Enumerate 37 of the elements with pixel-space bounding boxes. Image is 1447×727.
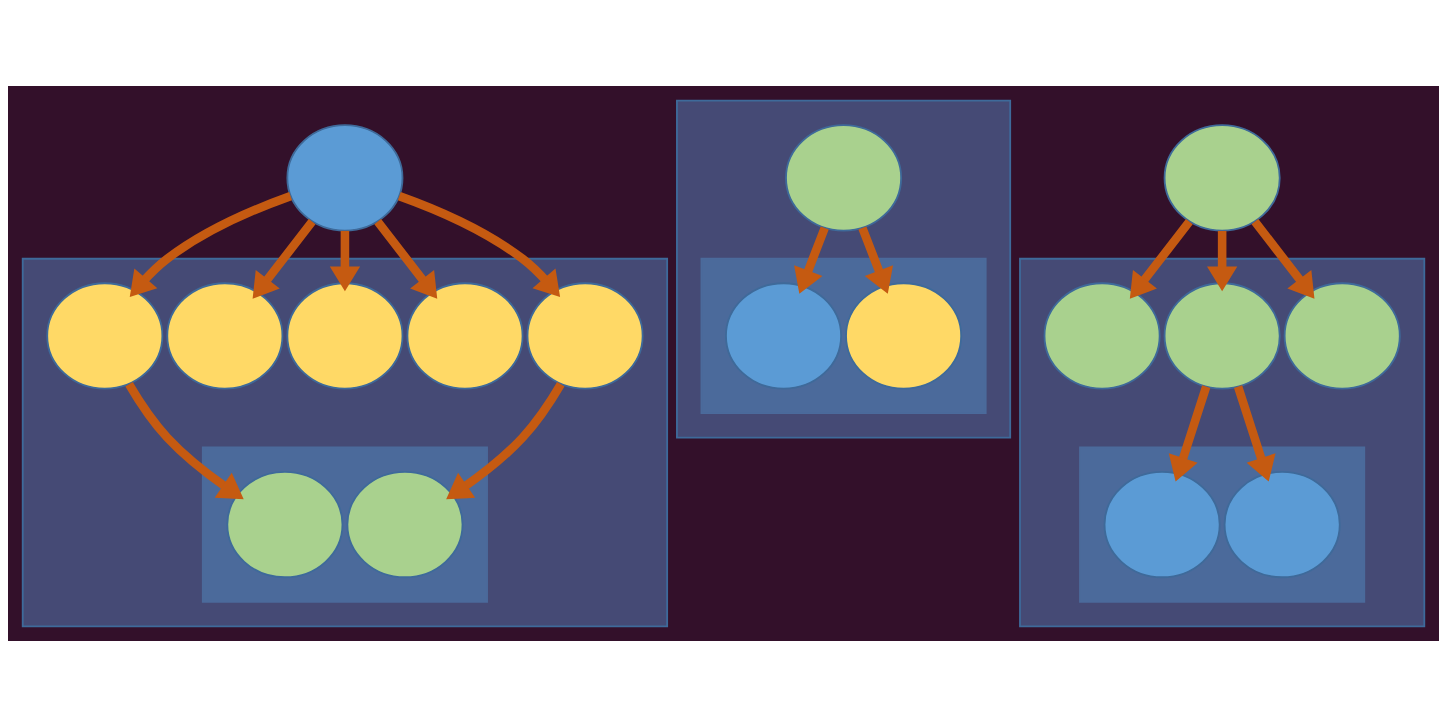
node-circle xyxy=(1103,471,1221,579)
arrow xyxy=(1207,230,1238,292)
node-circle xyxy=(1043,282,1161,390)
node-circle xyxy=(286,124,404,232)
cluster xyxy=(1079,446,1366,603)
node-circle xyxy=(1283,282,1401,390)
cluster xyxy=(700,257,987,415)
node-circle xyxy=(845,282,963,390)
arrow xyxy=(1251,219,1315,299)
arrow xyxy=(858,226,894,294)
node-circle xyxy=(725,282,843,390)
arrow xyxy=(1129,219,1193,299)
cluster xyxy=(676,99,1012,439)
arrow xyxy=(129,192,292,298)
node-circle xyxy=(46,282,164,390)
arrow xyxy=(252,219,316,299)
arrow xyxy=(794,226,829,294)
cluster xyxy=(201,446,488,603)
node-circle xyxy=(1223,471,1341,579)
arrow xyxy=(125,382,244,500)
arrow xyxy=(1168,385,1211,482)
node-circle xyxy=(526,282,644,390)
node-circle xyxy=(1163,124,1281,232)
arrow xyxy=(329,230,361,292)
node-circle xyxy=(166,282,284,390)
arrow xyxy=(1234,385,1276,482)
node-circle xyxy=(346,471,464,579)
cluster xyxy=(1019,257,1426,628)
node-circle xyxy=(785,124,903,232)
node-circle xyxy=(286,282,404,390)
arrow xyxy=(374,219,438,299)
node-circle xyxy=(226,471,344,579)
arrow xyxy=(446,382,565,500)
cluster xyxy=(21,257,669,628)
arrow xyxy=(397,192,561,298)
node-circle xyxy=(406,282,524,390)
node-circle xyxy=(1163,282,1281,390)
